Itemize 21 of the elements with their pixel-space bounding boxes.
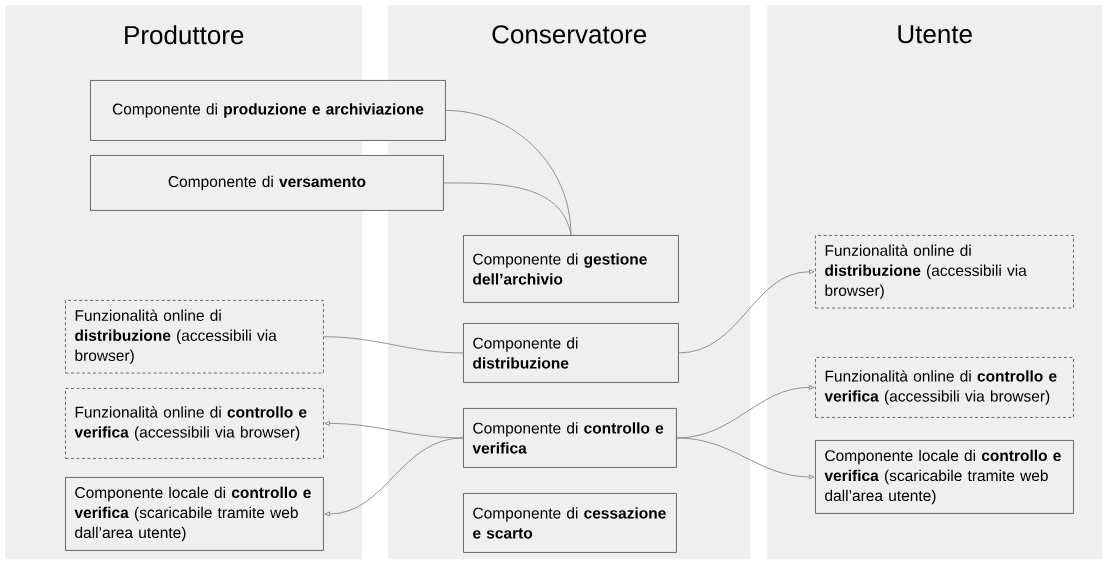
connector <box>324 437 464 517</box>
process-box: Componente di versamento <box>90 155 444 211</box>
dashed-box: Funzionalità online di controllo e verifica (accessibili via browser) <box>65 388 324 459</box>
connector <box>678 269 815 354</box>
connector <box>323 336 464 354</box>
connector <box>443 182 572 236</box>
process-box: Componente di cessazione e scarto <box>463 493 677 553</box>
column-heading: Conservatore <box>492 25 647 44</box>
process-box: Componente di gestione dell’archivio <box>463 235 679 303</box>
column-heading: Utente <box>898 25 972 44</box>
column-heading: Produttore <box>125 25 244 45</box>
process-box: Componente locale di controllo e verifica (scaricabile tramite web dall’area utente) <box>815 440 1074 514</box>
connector <box>445 110 572 236</box>
process-box: Componente di produzione e archiviazione <box>90 80 446 141</box>
process-box: Componente di distribuzione <box>463 323 679 383</box>
process-box: Componente di controllo e verifica <box>463 408 677 468</box>
dashed-box: Funzionalità online di controllo e verifica (accessibili via browser) <box>815 357 1074 418</box>
dashed-box: Funzionalità online di distribuzione (accessibili via browser) <box>65 300 324 374</box>
dashed-box: Funzionalità online di distribuzione (accessibili via browser) <box>815 235 1074 309</box>
connector <box>676 437 815 480</box>
process-box: Componente locale di controllo e verifica (scaricabile tramite web dall’area utente) <box>65 477 324 551</box>
